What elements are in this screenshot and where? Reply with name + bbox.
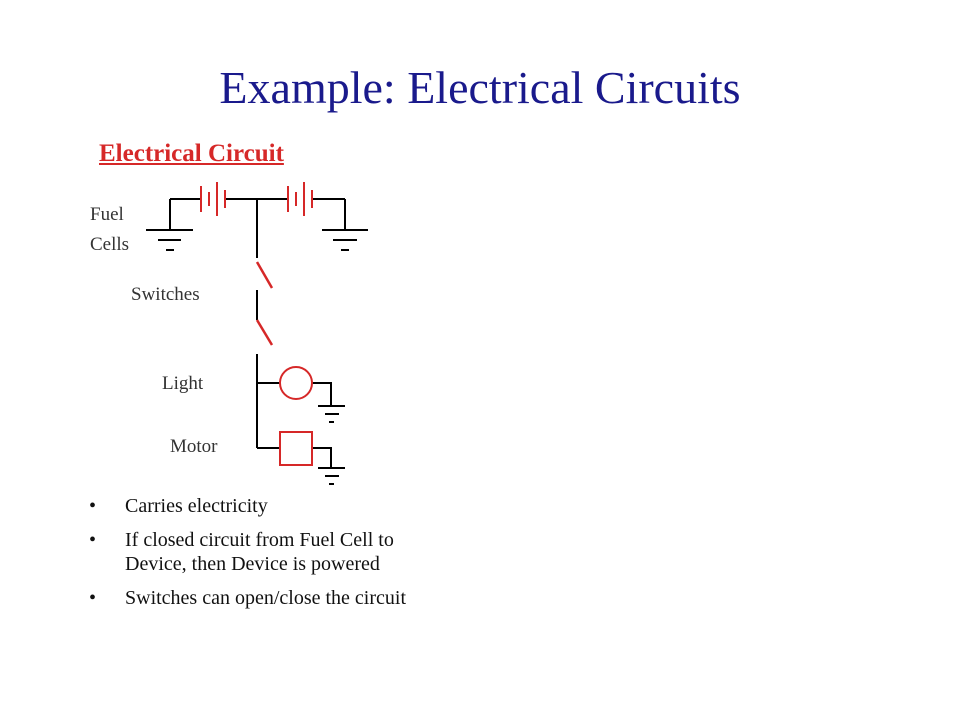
motor-label: Motor: [170, 436, 218, 457]
ground-right: [322, 199, 368, 251]
circuit-heading: Electrical Circuit: [99, 140, 284, 167]
bullet-text: Switches can open/close the circuit: [125, 587, 407, 609]
switches-label: Switches: [131, 284, 200, 305]
light-bulb: [279, 366, 313, 400]
bullet-dot: •: [89, 587, 97, 609]
motor-branch-wire: [257, 447, 345, 485]
bullet-dot: •: [89, 495, 97, 517]
fuel-cells-label: Fuel Cells: [90, 204, 130, 255]
bullet-item: • Carries electricity: [89, 494, 419, 518]
bullet-list: • Carries electricity • If closed circui…: [89, 494, 419, 620]
bullet-item: • If closed circuit from Fuel Cell to De…: [89, 528, 419, 576]
light-branch-wire: [257, 382, 345, 423]
ground-left: [146, 199, 193, 251]
switch-lower: [255, 319, 274, 346]
light-label: Light: [162, 373, 204, 394]
fuel-cell-right: [287, 182, 313, 216]
bullet-item: • Switches can open/close the circuit: [89, 586, 419, 610]
slide-title: Example: Electrical Circuits: [219, 62, 741, 113]
motor-box: [279, 431, 313, 466]
bullet-dot: •: [89, 529, 97, 551]
switch-upper: [255, 261, 274, 289]
fuel-cell-left: [200, 182, 226, 216]
bullet-text: Carries electricity: [125, 495, 268, 517]
bullet-text: If closed circuit from Fuel Cell to Devi…: [125, 529, 394, 575]
